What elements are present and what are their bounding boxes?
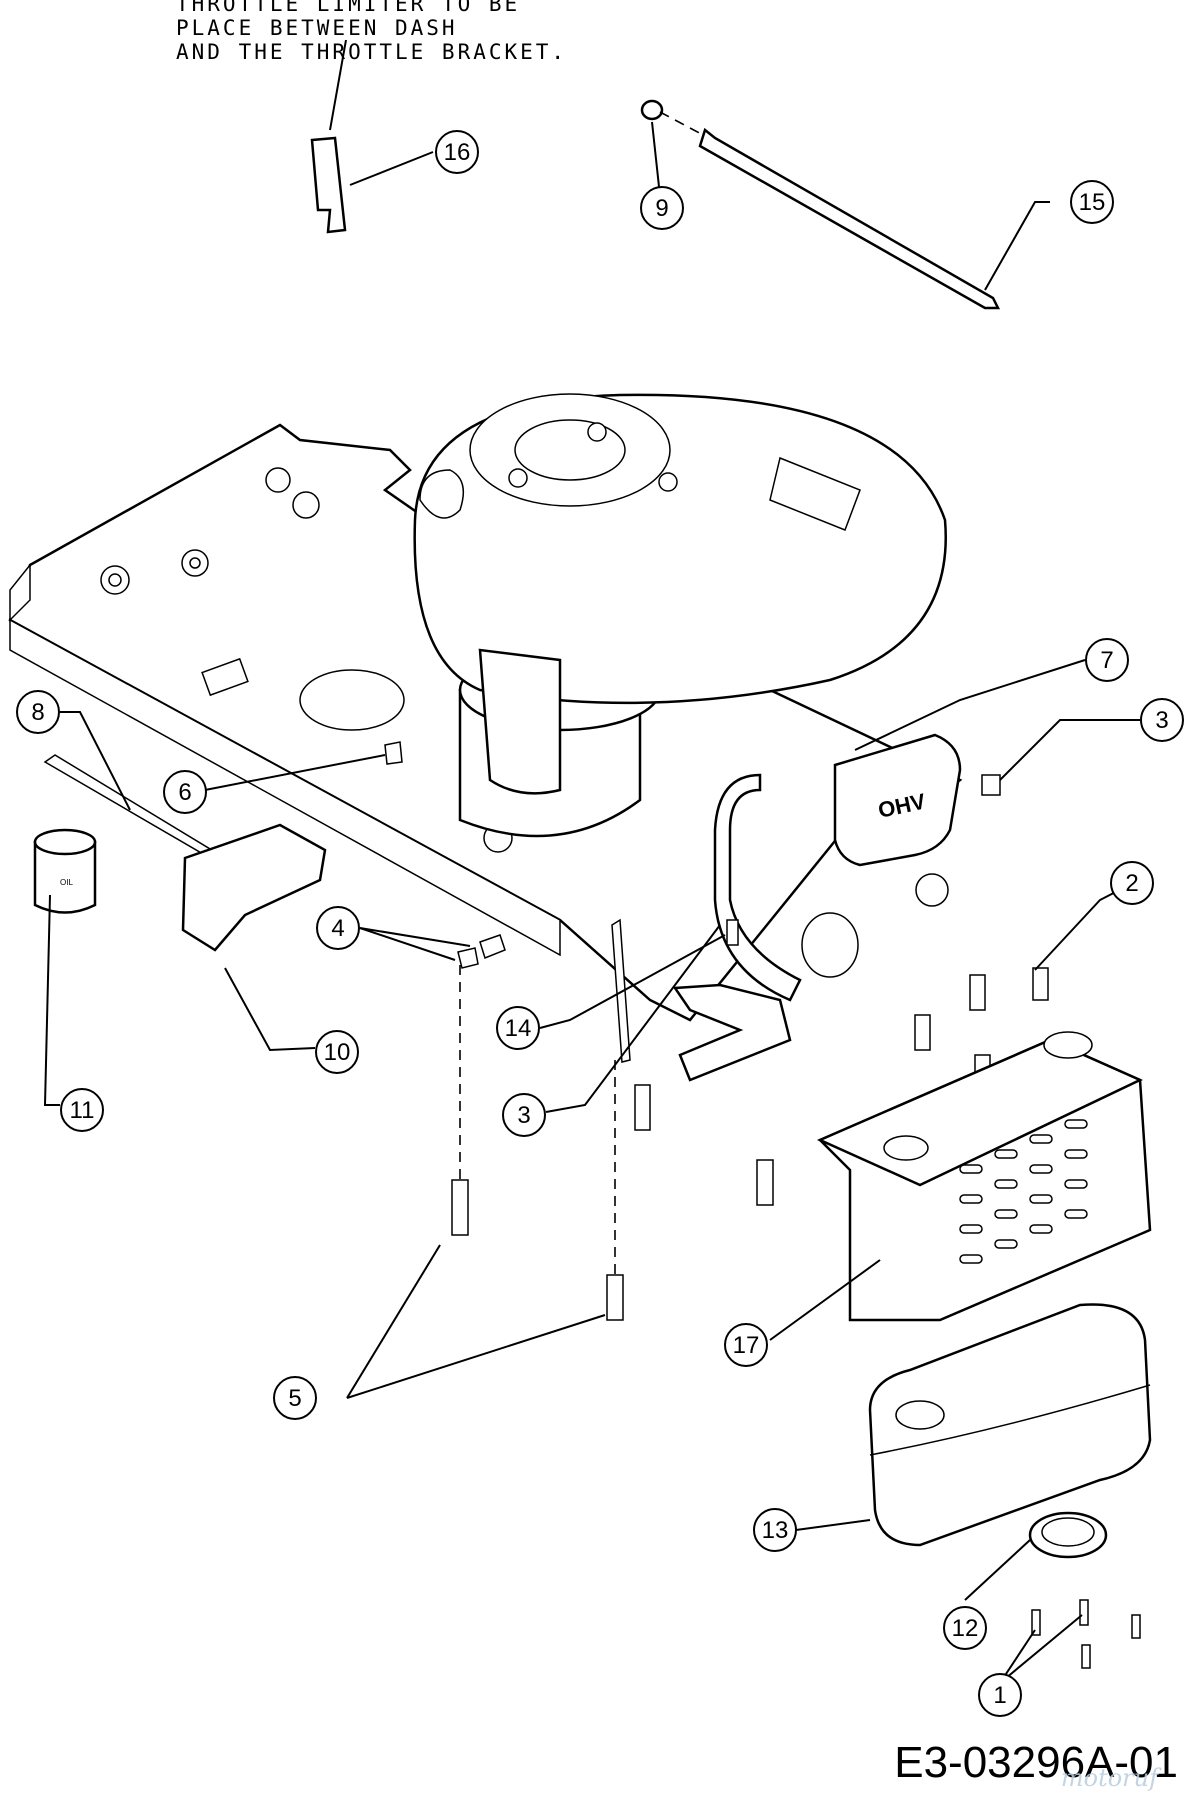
note-line-3: AND THE THROTTLE BRACKET.: [176, 40, 568, 64]
callout-c5: 5: [273, 1376, 317, 1420]
callout-number: 16: [444, 139, 471, 166]
oil-label: OIL: [60, 878, 73, 887]
callout-circle: [640, 186, 684, 230]
bolt-6-part: [384, 741, 403, 765]
callout-number: 1: [993, 1682, 1006, 1709]
bracket-part: [181, 823, 327, 952]
callout-c13: 13: [753, 1508, 797, 1552]
callout-circle: [1070, 180, 1114, 224]
callout-layer: 16 9 15 7 3 8 6 2 4 10 14 11 3 17 5 13 12 1: [16, 130, 1184, 1717]
callout-circle: [753, 1508, 797, 1552]
callout-circle: [16, 690, 60, 734]
callout-c7: 7: [1085, 638, 1129, 682]
engine-assembly: OHV: [413, 393, 962, 1002]
callout-circle: [273, 1376, 317, 1420]
callout-number: 8: [31, 699, 44, 726]
oil-filter-part: OIL: [33, 828, 97, 914]
callout-c15: 15: [1070, 180, 1114, 224]
callout-circle: [978, 1673, 1022, 1717]
callout-circle: [163, 770, 207, 814]
callout-c1: 1: [978, 1673, 1022, 1717]
callout-number: 3: [517, 1102, 530, 1129]
callout-number: 5: [288, 1385, 301, 1412]
callout-c12: 12: [943, 1606, 987, 1650]
bolt-5-parts: [451, 965, 774, 1321]
nut-part: [640, 99, 706, 137]
bolt-3-parts: [634, 774, 1001, 1131]
callout-c3a: 3: [1140, 698, 1184, 742]
callout-circle: [502, 1093, 546, 1137]
callout-circle: [496, 1006, 540, 1050]
callout-number: 6: [178, 779, 191, 806]
callout-circle: [724, 1323, 768, 1367]
callout-number: 17: [733, 1332, 760, 1359]
callout-number: 12: [952, 1615, 979, 1642]
callout-c14: 14: [496, 1006, 540, 1050]
callout-c2: 2: [1110, 861, 1154, 905]
bolt-2-parts: [914, 967, 1049, 1086]
callout-circle: [316, 906, 360, 950]
drawing-code: E3-03296A-01: [894, 1738, 1178, 1787]
throttle-limiter-note: THROTTLE LIMITER TO BE PLACE BETWEEN DAS…: [176, 0, 567, 64]
callout-c11: 11: [60, 1088, 104, 1132]
callout-number: 4: [331, 915, 344, 942]
callout-circle: [315, 1030, 359, 1074]
callout-number: 10: [324, 1039, 351, 1066]
muffler-part: [868, 1303, 1152, 1547]
callout-number: 14: [505, 1015, 532, 1042]
callout-c16: 16: [435, 130, 479, 174]
heat-shield-part: [816, 1031, 1152, 1322]
callout-number: 15: [1079, 189, 1106, 216]
callout-number: 13: [762, 1517, 789, 1544]
callout-circle: [435, 130, 479, 174]
bolt-4-parts: [457, 934, 506, 969]
mount-bracket-part: [672, 983, 792, 1082]
callout-c4: 4: [316, 906, 360, 950]
callout-circle: [1140, 698, 1184, 742]
throttle-limiter-part: [310, 136, 347, 234]
callout-c9: 9: [640, 186, 684, 230]
callout-c10: 10: [315, 1030, 359, 1074]
callout-number: 11: [70, 1097, 95, 1124]
rod-part: [698, 127, 1001, 310]
callout-circle: [60, 1088, 104, 1132]
callout-c17: 17: [724, 1323, 768, 1367]
callout-number: 2: [1125, 870, 1138, 897]
callout-circle: [1110, 861, 1154, 905]
flange-part: [1028, 1511, 1108, 1559]
callout-number: 7: [1100, 647, 1113, 674]
callout-circle: [943, 1606, 987, 1650]
callout-c8: 8: [16, 690, 60, 734]
note-line-1: THROTTLE LIMITER TO BE: [176, 0, 521, 16]
screw-1-parts: [1031, 1599, 1141, 1669]
callout-number: 9: [655, 195, 668, 222]
watermark: motoruf: [1060, 1764, 1158, 1792]
leader-lines: [43, 39, 1140, 1684]
callout-number: 3: [1155, 707, 1168, 734]
callout-c3b: 3: [502, 1093, 546, 1137]
callout-c6: 6: [163, 770, 207, 814]
callout-circle: [1085, 638, 1129, 682]
note-line-2: PLACE BETWEEN DASH: [176, 16, 458, 40]
